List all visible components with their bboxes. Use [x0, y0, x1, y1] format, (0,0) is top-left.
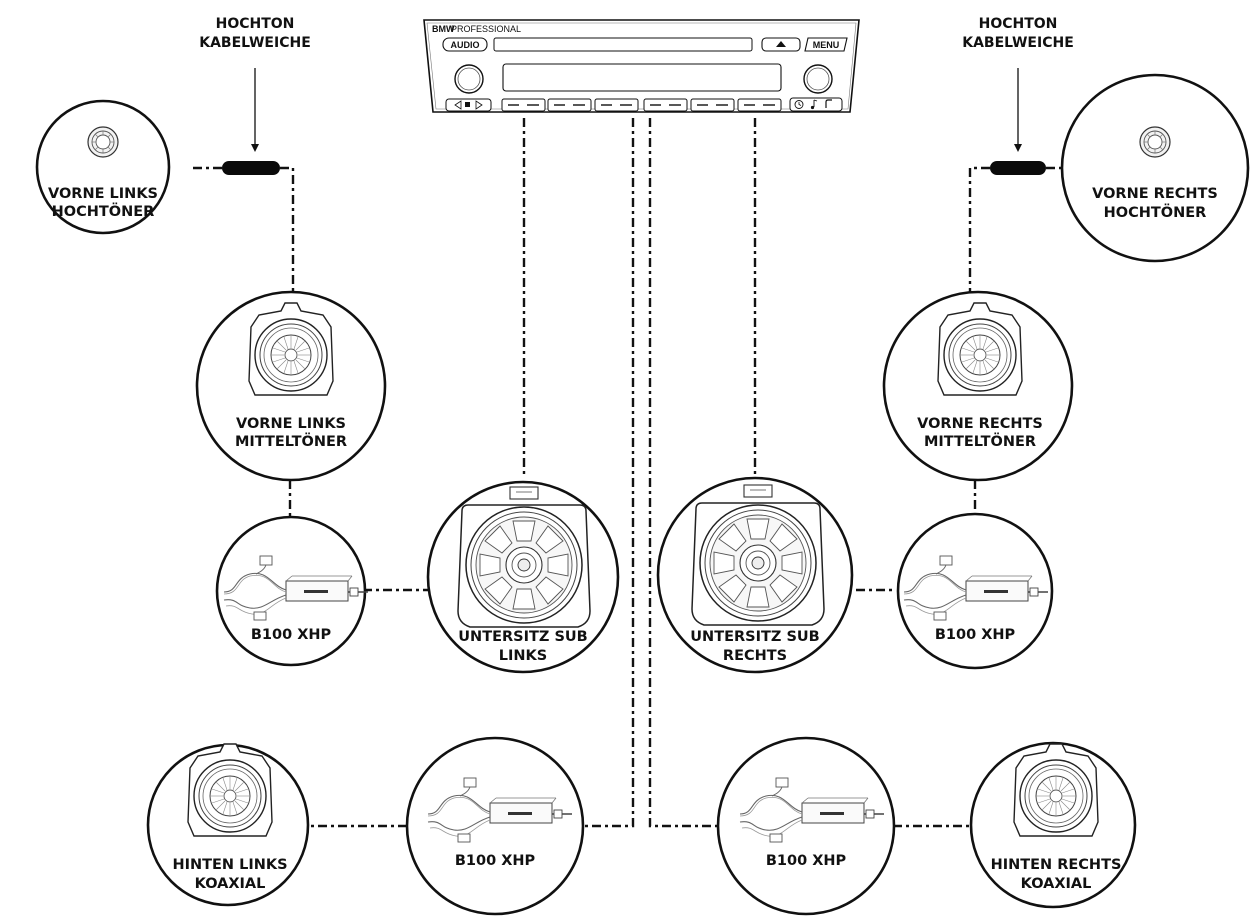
wire-right-crossover-to-mid: [968, 166, 990, 293]
menu-button-label: MENU: [813, 40, 840, 50]
right-amp-label: B100 XHP: [935, 627, 1016, 643]
preset-button[interactable]: [643, 98, 688, 112]
front-left-mid-node: VORNE LINKS MITTELTÖNER: [195, 290, 387, 482]
rear-right-amp-label: B100 XHP: [766, 853, 847, 869]
preset-button[interactable]: [594, 98, 639, 112]
volume-knob[interactable]: [454, 64, 484, 94]
head-unit: BMW PROFESSIONAL AUDIO MENU: [423, 19, 860, 113]
preset-button[interactable]: [547, 98, 592, 112]
left-crossover: [222, 161, 280, 175]
rear-right-coax-label-1: HINTEN RECHTS: [991, 857, 1122, 873]
rear-left-coax-label-1: HINTEN LINKS: [172, 857, 287, 873]
down-arrow-icon: [1014, 144, 1022, 152]
front-right-tweeter-node: VORNE RECHTS HOCHTÖNER: [1060, 73, 1250, 263]
left-callout-line-1: HOCHTON: [216, 16, 295, 32]
music-note-icon[interactable]: [810, 99, 818, 110]
front-left-mid-label-1: VORNE LINKS: [236, 416, 346, 432]
right-sub-label-2: RECHTS: [723, 648, 787, 664]
left-sub-label-1: UNTERSITZ SUB: [458, 629, 587, 645]
eject-button[interactable]: [761, 37, 801, 52]
subwoofer-icon: [457, 486, 591, 628]
eject-icon: [776, 41, 786, 47]
menu-button[interactable]: MENU: [804, 37, 848, 52]
tune-knob[interactable]: [803, 64, 833, 94]
front-left-tweeter-label-1: VORNE LINKS: [48, 186, 158, 202]
rear-left-coax-node: HINTEN LINKS KOAXIAL: [146, 743, 310, 907]
prev-icon[interactable]: [454, 100, 462, 110]
front-right-mid-label-2: MITTELTÖNER: [924, 432, 1036, 450]
front-right-tweeter-label-2: HOCHTÖNER: [1104, 203, 1207, 221]
rear-left-coax-label-2: KOAXIAL: [195, 876, 266, 892]
rear-right-amp-node: B100 XHP: [716, 736, 896, 916]
subwoofer-icon: [691, 484, 825, 626]
display-main: [502, 63, 782, 92]
front-right-tweeter-label-1: VORNE RECHTS: [1092, 186, 1218, 202]
stop-icon[interactable]: [465, 102, 470, 107]
wiring: [193, 118, 1062, 828]
head-unit-model: PROFESSIONAL: [451, 24, 521, 34]
front-right-mid-node: VORNE RECHTS MITTELTÖNER: [882, 290, 1074, 482]
display-top: [493, 37, 753, 52]
coaxial-speaker-icon: [187, 743, 273, 837]
preset-button[interactable]: [501, 98, 546, 112]
left-sub-node: UNTERSITZ SUB LINKS: [426, 480, 620, 674]
preset-buttons: [501, 98, 782, 112]
left-amp-label: B100 XHP: [251, 627, 332, 643]
down-arrow-icon: [251, 144, 259, 152]
left-crossover-callout: HOCHTON KABELWEICHE: [199, 16, 311, 152]
transport-buttons: [445, 98, 492, 112]
next-icon[interactable]: [475, 100, 483, 110]
coaxial-speaker-icon: [1013, 743, 1099, 837]
right-crossover-callout: HOCHTON KABELWEICHE: [962, 16, 1074, 152]
midrange-speaker-icon: [937, 302, 1023, 396]
left-sub-label-2: LINKS: [499, 648, 547, 664]
tweeter-icon: [87, 126, 119, 158]
right-amp-node: B100 XHP: [896, 512, 1054, 670]
rear-right-coax-node: HINTEN RECHTS KOAXIAL: [969, 741, 1137, 909]
front-left-tweeter-label-2: HOCHTÖNER: [52, 202, 155, 220]
preset-button[interactable]: [737, 98, 782, 112]
wire-head-to-rear-left: [584, 118, 635, 828]
rear-left-amp-node: B100 XHP: [405, 736, 585, 916]
left-callout-line-2: KABELWEICHE: [199, 35, 311, 51]
rear-right-coax-label-2: KOAXIAL: [1021, 876, 1092, 892]
head-unit-brand: BMW: [432, 24, 455, 34]
right-callout-line-2: KABELWEICHE: [962, 35, 1074, 51]
midrange-speaker-icon: [248, 302, 334, 396]
right-callout-line-1: HOCHTON: [979, 16, 1058, 32]
front-right-mid-label-1: VORNE RECHTS: [917, 416, 1043, 432]
right-crossover: [990, 161, 1046, 175]
front-left-tweeter-node: VORNE LINKS HOCHTÖNER: [35, 99, 171, 235]
preset-button[interactable]: [690, 98, 735, 112]
tweeter-icon: [1139, 126, 1171, 158]
wire-left-crossover-to-mid: [280, 166, 295, 293]
right-sub-node: UNTERSITZ SUB RECHTS: [656, 476, 854, 674]
right-sub-label-1: UNTERSITZ SUB: [690, 629, 819, 645]
front-left-mid-label-2: MITTELTÖNER: [235, 432, 347, 450]
audio-button-label: AUDIO: [451, 40, 480, 50]
clock-icon[interactable]: [794, 100, 804, 109]
audio-button[interactable]: AUDIO: [442, 37, 488, 52]
left-amp-node: B100 XHP: [215, 515, 369, 667]
function-buttons: [789, 97, 843, 112]
rear-left-amp-label: B100 XHP: [455, 853, 536, 869]
wire-head-to-rear-right: [648, 118, 718, 828]
phone-icon[interactable]: [825, 99, 832, 108]
